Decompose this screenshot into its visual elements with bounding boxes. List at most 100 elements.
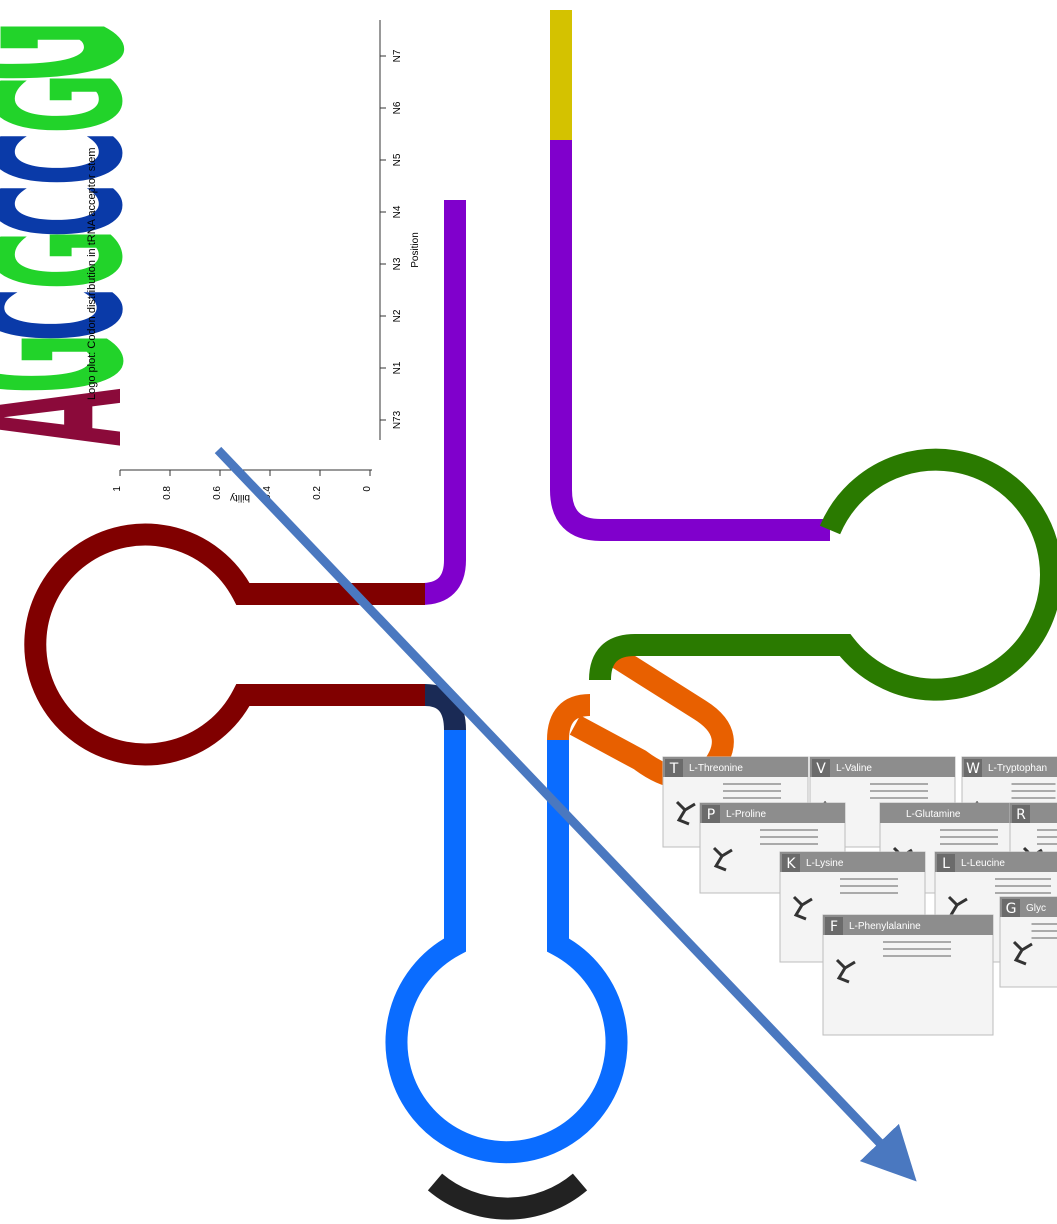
t-arm xyxy=(589,448,1057,701)
card-letter: V xyxy=(816,761,826,777)
logo-letter: G xyxy=(0,229,162,290)
logo-y-tick-label: 0 xyxy=(362,486,373,492)
card-letter-box xyxy=(782,854,800,872)
card-header xyxy=(935,852,1057,872)
acceptor-stem-3prime-strand xyxy=(550,140,830,541)
card-letter-box xyxy=(812,759,830,777)
d-arm-to-anticodon xyxy=(424,684,466,731)
logo-x-tick-label: N6 xyxy=(392,101,403,114)
card-letter: G xyxy=(1006,901,1017,917)
card-letter-box xyxy=(702,805,720,823)
card-info-line xyxy=(840,892,898,894)
card-letter-box xyxy=(825,917,843,935)
card-info-line xyxy=(1011,790,1056,792)
card-info-line xyxy=(883,955,951,957)
card-info-line xyxy=(883,941,951,943)
card-name: L-Lysine xyxy=(806,858,844,869)
logo-x-tick-label: N2 xyxy=(392,309,403,322)
card-info-line xyxy=(1037,836,1057,838)
card-info-line xyxy=(1031,923,1057,925)
molecule-icon xyxy=(675,800,696,826)
card-header xyxy=(700,803,845,823)
logo-letter: G xyxy=(0,333,178,394)
logo-title: Logo plot: Codon distribution in tRNA ac… xyxy=(86,147,98,400)
card-name: L-Proline xyxy=(726,809,766,820)
logo-x-tick-label: N5 xyxy=(392,153,403,166)
anticodon-arm xyxy=(385,730,628,1164)
card-info-line xyxy=(1037,829,1057,831)
logo-letter: C xyxy=(0,131,162,186)
card-header xyxy=(780,852,925,872)
card-letter-box xyxy=(665,759,683,777)
card-letter: K xyxy=(786,856,796,872)
card-header xyxy=(810,757,955,777)
logo-plot: AGTCGACCGTGCACGACGTAGCTAGA N73N1N2N3N4N5… xyxy=(0,20,421,503)
logo-y-tick-label: 0.6 xyxy=(212,486,223,500)
card-info-line xyxy=(870,783,928,785)
card-info-line xyxy=(723,790,781,792)
card-letter: F xyxy=(830,919,838,935)
logo-letters: AGTCGACCGTGCACGACGTAGCTAGA xyxy=(0,21,190,446)
logo-x-tick-label: N3 xyxy=(392,257,403,270)
logo-x-tick-label: N1 xyxy=(392,361,403,374)
card-info-line xyxy=(940,836,998,838)
molecule-icon xyxy=(835,958,856,984)
amino-acid-card: F L-Phenylalanine xyxy=(822,914,994,1036)
logo-letter: C xyxy=(0,79,20,134)
logo-letter: G xyxy=(0,73,162,134)
card-info-line xyxy=(760,829,818,831)
card-name: L-Glutamine xyxy=(906,809,961,820)
card-name: L-Leucine xyxy=(961,858,1005,869)
card-info-line xyxy=(1031,930,1057,932)
card-info-line xyxy=(723,783,781,785)
logo-x-tick-label: N7 xyxy=(392,49,403,62)
logo-y-tick-label: 0.4 xyxy=(262,486,273,500)
card-info-line xyxy=(1031,937,1057,939)
card-info-line xyxy=(940,843,998,845)
card-info-line xyxy=(1037,843,1057,845)
card-header xyxy=(663,757,808,777)
card-info-line xyxy=(760,843,818,845)
card-info-line xyxy=(723,797,781,799)
logo-letter: G xyxy=(0,177,20,238)
card-letter: R xyxy=(1016,807,1026,823)
card-letter-box xyxy=(1012,805,1030,823)
logo-letter: G xyxy=(0,281,11,342)
d-arm xyxy=(24,523,425,766)
card-letter: P xyxy=(707,807,715,823)
card-info-line xyxy=(840,878,898,880)
card-info-line xyxy=(995,885,1051,887)
card-name: L-Threonine xyxy=(689,763,743,774)
card-letter-box xyxy=(937,854,955,872)
logo-letter: C xyxy=(0,183,162,238)
molecule-icon xyxy=(1012,940,1033,966)
card-info-line xyxy=(870,797,928,799)
card-info-line xyxy=(870,790,928,792)
card-info-line xyxy=(995,878,1051,880)
logo-ylabel: bility xyxy=(230,492,250,503)
card-name: L-Tryptophan xyxy=(988,763,1047,774)
card-info-line xyxy=(995,892,1051,894)
card-letter: L xyxy=(942,856,950,872)
acceptor-stem-5prime-strand xyxy=(250,200,466,605)
molecule-icon xyxy=(792,895,813,921)
logo-letter: A xyxy=(0,389,169,446)
card-info-line xyxy=(1011,783,1056,785)
logo-letter: C xyxy=(0,287,166,342)
card-header xyxy=(823,915,993,935)
mapping-arrow xyxy=(214,446,917,1182)
card-info-line xyxy=(840,885,898,887)
logo-y-tick-label: 0.2 xyxy=(312,486,323,500)
logo-y-tick-label: 1 xyxy=(112,486,123,492)
card-name: L-Valine xyxy=(836,763,872,774)
card-info-line xyxy=(883,948,951,950)
card-header xyxy=(880,803,1025,823)
logo-x-tick-label: N73 xyxy=(392,410,403,429)
anticodon-loop xyxy=(427,1173,588,1220)
card-info-line xyxy=(760,836,818,838)
card-name: L-Phenylalanine xyxy=(849,921,921,932)
